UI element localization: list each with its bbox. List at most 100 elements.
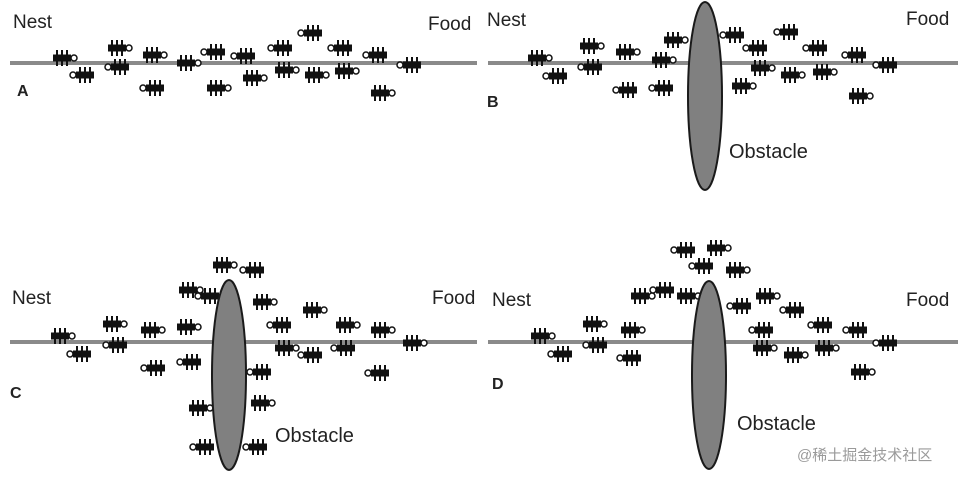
ant-icon <box>577 59 602 75</box>
ant-icon <box>371 85 396 101</box>
obstacle-label: Obstacle <box>737 413 816 435</box>
ant-icon <box>297 25 322 41</box>
ant-icon <box>841 47 866 63</box>
watermark: @稀土掘金技术社区 <box>797 447 932 464</box>
ant-icon <box>335 63 360 79</box>
ant-icon <box>297 347 322 363</box>
ant-icon <box>616 350 641 366</box>
ant-icon <box>177 55 202 71</box>
ant-icon <box>807 317 832 333</box>
obstacle <box>691 280 727 470</box>
ant-icon <box>53 50 78 66</box>
ant-icon <box>583 316 608 332</box>
ant-icon <box>753 340 778 356</box>
ant-icon <box>246 364 271 380</box>
ant-icon <box>756 288 781 304</box>
food-label: Food <box>428 14 471 35</box>
ant-icon <box>213 257 238 273</box>
ant-icon <box>612 82 637 98</box>
ant-icon <box>207 80 232 96</box>
panel-d: Nest Food D Obstacle <box>488 240 958 470</box>
panel-label: D <box>492 376 504 393</box>
ant-icon <box>403 335 428 351</box>
ant-icon <box>251 395 276 411</box>
ant-icon <box>364 365 389 381</box>
ant-icon <box>688 258 713 274</box>
obstacle <box>211 279 247 471</box>
ant-icon <box>849 88 874 104</box>
obstacle-label: Obstacle <box>275 425 354 447</box>
ant-group <box>531 240 897 380</box>
ant-icon <box>582 337 607 353</box>
ant-icon <box>652 52 677 68</box>
nest-label: Nest <box>487 10 527 31</box>
ant-icon <box>616 44 641 60</box>
ant-icon <box>707 240 732 256</box>
ant-icon <box>143 47 168 63</box>
ant-icon <box>773 24 798 40</box>
ant-icon <box>362 47 387 63</box>
ant-icon <box>139 80 164 96</box>
ant-icon <box>872 57 897 73</box>
ant-icon <box>194 288 219 304</box>
ant-icon <box>108 40 133 56</box>
ant-icon <box>103 316 128 332</box>
ant-icon <box>726 262 751 278</box>
food-label: Food <box>906 9 949 30</box>
panel-c: Nest Food C Obstacle <box>10 257 477 471</box>
nest-label: Nest <box>12 288 52 309</box>
ant-icon <box>719 27 744 43</box>
food-label: Food <box>906 290 949 311</box>
ant-icon <box>51 328 76 344</box>
ant-icon <box>253 294 278 310</box>
ant-icon <box>621 322 646 338</box>
ant-icon <box>189 439 214 455</box>
ant-icon <box>242 439 267 455</box>
ant-icon <box>243 70 268 86</box>
ant-icon <box>726 298 751 314</box>
ant-icon <box>141 322 166 338</box>
ant-icon <box>66 346 91 362</box>
ant-icon <box>851 364 876 380</box>
ant-icon <box>140 360 165 376</box>
ant-group <box>51 257 428 455</box>
ant-icon <box>528 50 553 66</box>
ant-icon <box>69 67 94 83</box>
ant-group <box>528 24 897 104</box>
ant-icon <box>748 322 773 338</box>
ant-icon <box>303 302 328 318</box>
obstacle <box>687 1 723 191</box>
ant-icon <box>396 57 421 73</box>
ant-icon <box>275 340 300 356</box>
nest-label: Nest <box>492 290 532 311</box>
ant-icon <box>266 317 291 333</box>
ant-icon <box>742 40 767 56</box>
ant-icon <box>732 78 757 94</box>
ant-icon <box>189 400 214 416</box>
ant-icon <box>648 80 673 96</box>
panel-label: B <box>487 94 499 111</box>
ant-icon <box>580 38 605 54</box>
ant-icon <box>330 340 355 356</box>
panel-label: A <box>17 83 29 100</box>
ant-icon <box>371 322 396 338</box>
ant-icon <box>781 67 806 83</box>
ant-icon <box>842 322 867 338</box>
ant-icon <box>664 32 689 48</box>
ant-icon <box>336 317 361 333</box>
ant-icon <box>872 335 897 351</box>
ant-icon <box>813 64 838 80</box>
ant-icon <box>239 262 264 278</box>
ant-icon <box>531 328 556 344</box>
ant-icon <box>179 282 204 298</box>
ant-icon <box>102 337 127 353</box>
obstacle-label: Obstacle <box>729 141 808 163</box>
ant-icon <box>802 40 827 56</box>
ant-icon <box>267 40 292 56</box>
ant-icon <box>779 302 804 318</box>
ant-icon <box>547 346 572 362</box>
ant-icon <box>230 48 255 64</box>
ant-icon <box>784 347 809 363</box>
ant-icon <box>305 67 330 83</box>
